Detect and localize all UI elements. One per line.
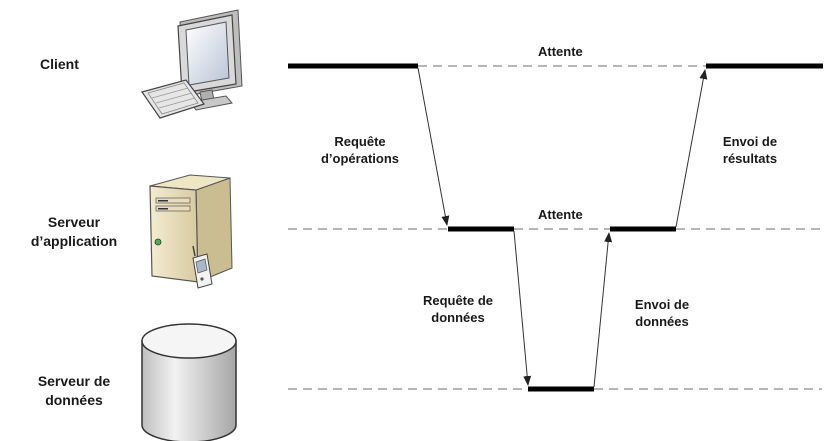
app-server-label-line1: Serveur <box>47 214 101 230</box>
data-request-arrow <box>513 230 532 386</box>
data-send-label-line1: Envoi de <box>634 297 690 312</box>
results-send-arrow <box>675 69 708 228</box>
database-cylinder-icon <box>141 323 237 441</box>
data-send-arrow <box>593 232 613 388</box>
data-server-label-line1: Serveur de <box>37 373 111 389</box>
wait-lines <box>288 65 822 390</box>
operation-request-arrow <box>417 67 450 226</box>
results-send-label: Envoi de résultats <box>700 133 800 167</box>
results-send-label-line2: résultats <box>722 151 778 166</box>
wait-label-client: Attente <box>538 44 583 59</box>
operation-request-label-line2: d’opérations <box>320 151 399 166</box>
data-request-label-line1: Requête de <box>422 293 494 308</box>
app-server-label: Serveur d’application <box>10 213 138 251</box>
data-server-label-line2: données <box>45 392 103 408</box>
operation-request-label: Requête d’opérations <box>300 133 420 167</box>
client-label: Client <box>40 56 79 72</box>
data-request-label: Requête de données <box>403 292 513 326</box>
data-send-label-line2: données <box>635 314 689 329</box>
data-send-label: Envoi de données <box>612 296 712 330</box>
active-bars <box>288 63 823 392</box>
operation-request-label-line1: Requête <box>334 134 386 149</box>
message-arrows <box>417 67 708 388</box>
data-server-label: Serveur de données <box>10 372 138 410</box>
results-send-label-line1: Envoi de <box>722 134 778 149</box>
data-request-label-line2: données <box>431 310 485 325</box>
app-server-label-line2: d’application <box>30 233 118 249</box>
wait-label-app-server: Attente <box>538 207 583 222</box>
desktop-computer-icon <box>141 9 243 119</box>
server-tower-with-phone-icon <box>149 174 233 289</box>
